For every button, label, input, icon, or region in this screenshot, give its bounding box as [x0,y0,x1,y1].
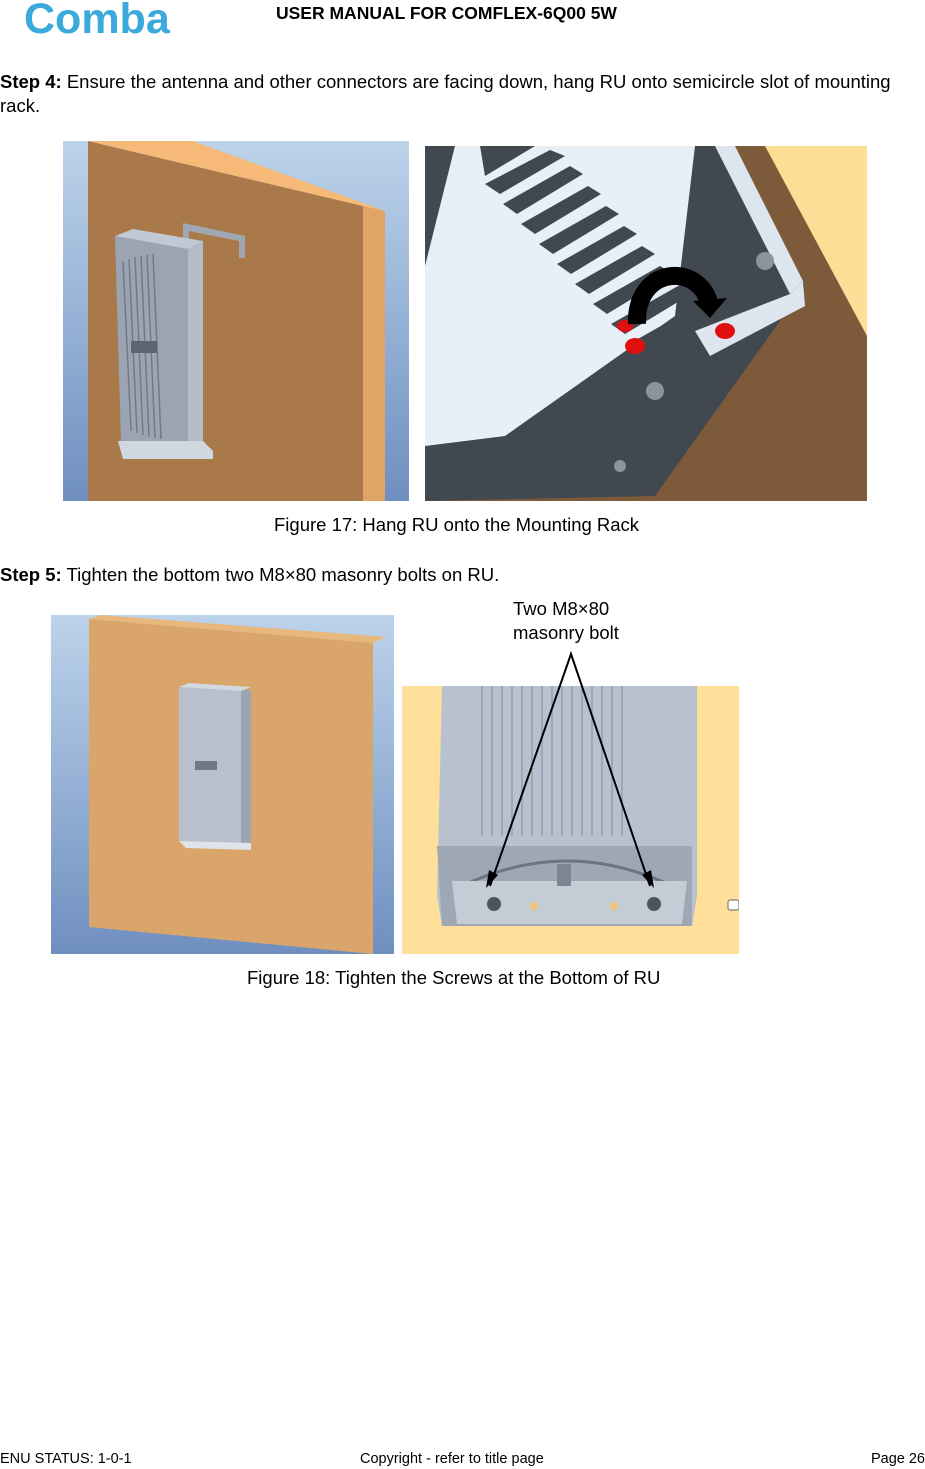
step-5-paragraph: Step 5: Tighten the bottom two M8×80 mas… [0,563,915,587]
document-title: USER MANUAL FOR COMFLEX-6Q00 5W [276,3,617,23]
footer-page-number: Page 26 [870,1451,925,1467]
figure-18-callout-arrows [486,650,654,888]
step-4-paragraph: Step 4: Ensure the antenna and other con… [0,70,915,118]
figure-18-wall-view-image [51,615,394,954]
bolt-callout-line-2: masonry bolt [513,622,619,643]
figure-18-caption: Figure 18: Tighten the Screws at the Bot… [247,967,661,988]
figure-17-caption: Figure 17: Hang RU onto the Mounting Rac… [274,514,640,535]
bolt-callout-label: Two M8×80 masonry bolt [513,597,713,645]
step-4-label: Step 4: [0,71,62,92]
footer-status: ENU STATUS: 1-0-1 [0,1451,132,1467]
step-5-text: Tighten the bottom two M8×80 masonry bol… [61,564,500,585]
figure-18-bottom-closeup-image [402,686,739,954]
comba-logo: Comba [24,0,171,42]
step-5-label: Step 5: [0,564,62,585]
footer-copyright: Copyright - refer to title page [360,1451,544,1467]
logo-text: Comba [24,0,171,42]
figure-17-closeup-image [425,146,867,501]
figure-17-wall-view-image [63,141,409,501]
bolt-callout-line-1: Two M8×80 [513,598,610,619]
step-4-text: Ensure the antenna and other connectors … [0,71,891,116]
